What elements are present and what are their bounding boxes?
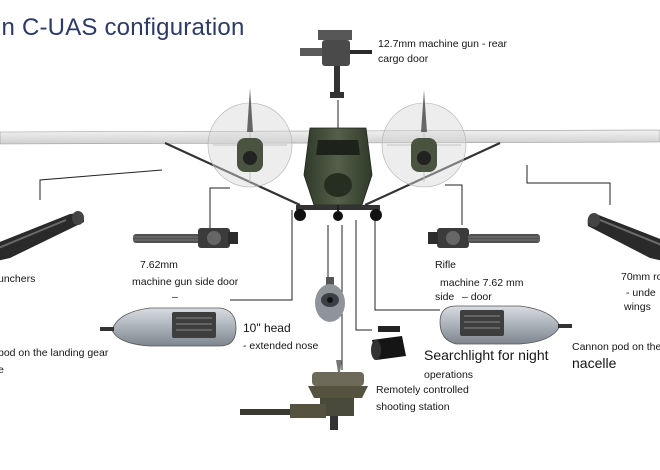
label-station-line1: Remotely controlled bbox=[376, 384, 469, 396]
searchlight-icon bbox=[371, 326, 406, 360]
label-head-line2: - extended nose bbox=[243, 340, 319, 352]
sensor-ball-icon bbox=[315, 277, 345, 322]
left-wheel bbox=[294, 209, 306, 221]
label-rifle-line4: – door bbox=[462, 291, 492, 303]
label-rockets-line3: wings bbox=[624, 301, 651, 313]
gun-pod-icon-right bbox=[439, 305, 572, 345]
nose-wheel bbox=[333, 211, 343, 221]
machine-gun-icon-rear bbox=[300, 30, 372, 98]
leader-right-mg bbox=[445, 184, 463, 225]
label-cannon-line2: nacelle bbox=[572, 355, 617, 371]
leader-left-mg bbox=[209, 187, 230, 228]
label-762-line2: machine gun side door bbox=[132, 276, 239, 288]
label-rifle-line2: machine 7.62 mm bbox=[440, 277, 524, 289]
gatling-gun-icon-right bbox=[428, 228, 540, 248]
label-rockets-line1: 70mm ro bbox=[621, 271, 660, 283]
label-head-line1: 10" head bbox=[243, 321, 291, 335]
leader-right-launcher bbox=[526, 165, 611, 205]
gatling-gun-icon-left bbox=[133, 228, 238, 248]
diagram-title: in C-UAS configuration bbox=[0, 14, 245, 41]
left-fin bbox=[247, 88, 253, 132]
gun-pod-icon-left bbox=[100, 307, 237, 347]
rocket-launcher-icon-right bbox=[587, 213, 660, 261]
label-rear-mg-line1: 12.7mm machine gun - rear bbox=[378, 38, 507, 50]
label-rear-mg-line2: cargo door bbox=[378, 53, 429, 65]
wing-struts bbox=[164, 142, 501, 206]
label-762-line1: 7.62mm bbox=[140, 259, 178, 271]
weapon-station-icon bbox=[240, 360, 368, 430]
label-searchlight-line1: Searchlight for night bbox=[424, 347, 549, 363]
right-fin bbox=[421, 90, 427, 132]
label-pod-left-line2: e bbox=[0, 364, 4, 376]
leader-searchlight bbox=[355, 220, 372, 331]
label-launchers-left: unchers bbox=[0, 273, 36, 285]
label-pod-left-line1: pod on the landing gear bbox=[0, 347, 109, 359]
label-762-line3: – bbox=[172, 291, 178, 303]
leader-left-launcher bbox=[39, 169, 163, 200]
rocket-launcher-icon-left bbox=[0, 211, 85, 261]
label-rifle-line3: side bbox=[435, 291, 455, 303]
label-rockets-line2: - unde bbox=[626, 287, 656, 299]
label-searchlight-line2: operations bbox=[424, 369, 474, 381]
label-rifle-line1: Rifle bbox=[435, 259, 457, 271]
aircraft-icon bbox=[0, 88, 660, 221]
label-station-line2: shooting station bbox=[376, 401, 450, 413]
label-cannon-line1: Cannon pod on the l bbox=[572, 341, 660, 353]
right-wheel bbox=[370, 209, 382, 221]
leader-right-pod bbox=[374, 220, 440, 311]
leader-left-pod bbox=[230, 210, 293, 301]
